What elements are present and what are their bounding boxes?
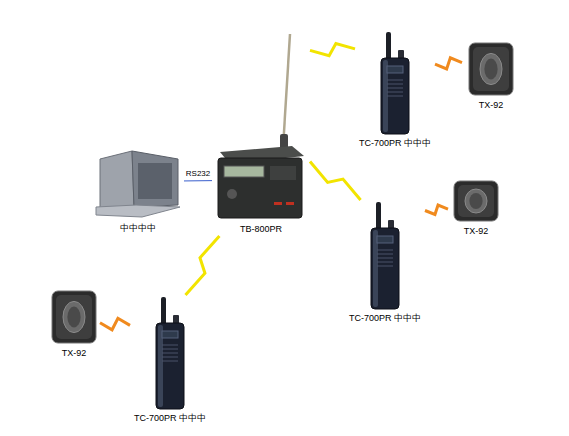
antenna: [283, 34, 290, 148]
computer-case: [132, 151, 178, 207]
radio-grille: [162, 349, 178, 350]
card-reader: TX-92: [448, 178, 504, 238]
reader-pad-center: [469, 193, 482, 209]
connector-label: RS232: [186, 169, 210, 178]
reader-face: [56, 295, 92, 339]
reader-body: [52, 291, 96, 343]
base-indicator: [286, 202, 294, 205]
device-label: TC-700PR 中中中: [335, 136, 455, 150]
radio-display: [162, 331, 178, 338]
radio-body: [156, 323, 184, 409]
base-knob: [227, 189, 237, 199]
reader-pad: [63, 301, 85, 332]
handheld-radio-illustration: [130, 295, 210, 411]
radio-grille: [377, 262, 393, 263]
wireless-link: [425, 205, 448, 214]
wireless-link: [100, 318, 130, 330]
device-label: 中中中中: [72, 221, 204, 235]
radio-grille: [377, 266, 393, 267]
radio-grille: [387, 96, 403, 97]
card-reader: TX-92: [48, 288, 100, 360]
radio-antenna: [161, 297, 166, 325]
radio-grille: [162, 353, 178, 354]
serial-cable: [184, 180, 212, 181]
radio-display: [387, 66, 403, 73]
reader-pad-center: [67, 307, 80, 328]
radio-grille: [387, 80, 403, 81]
wireless-link: [310, 44, 355, 56]
computer-keyboard: [96, 205, 180, 217]
base-station: TB-800PR: [212, 30, 310, 236]
wireless-link: [310, 161, 361, 200]
radio-antenna: [376, 202, 381, 230]
radio-body: [371, 228, 399, 309]
computer: 中中中中: [92, 145, 184, 235]
radio-grille: [162, 361, 178, 362]
device-label: TC-700PR 中中中: [110, 411, 230, 425]
handheld-radio: TC-700PR 中中中: [345, 200, 425, 325]
handheld-radio-illustration: [345, 200, 425, 311]
handheld-radio: TC-700PR 中中中: [130, 295, 210, 425]
reader-face: [473, 47, 509, 91]
radio-grille: [377, 258, 393, 259]
reader-pad-center: [484, 59, 497, 80]
reader-face: [458, 185, 494, 217]
base-indicator: [274, 202, 282, 205]
reader-body: [454, 181, 498, 221]
reader-pad: [480, 53, 502, 84]
handheld-radio: TC-700PR 中中中: [355, 30, 435, 150]
computer-panel: [138, 163, 172, 199]
radio-grille: [377, 250, 393, 251]
device-label: TX-92: [428, 224, 524, 238]
radio-body: [381, 58, 409, 134]
card-reader: TX-92: [462, 40, 520, 112]
reader-pad: [465, 189, 487, 213]
card-reader-illustration: [48, 288, 100, 346]
computer-screen-back: [100, 151, 134, 209]
computer-illustration: [92, 145, 184, 221]
card-reader-illustration: [462, 40, 520, 98]
radio-antenna: [386, 32, 391, 60]
radio-grille: [387, 84, 403, 85]
base-station-illustration: [212, 30, 310, 222]
base-display: [224, 166, 264, 177]
radio-grille: [162, 345, 178, 346]
reader-body: [469, 43, 513, 95]
radio-display: [377, 236, 393, 243]
radio-grille: [377, 254, 393, 255]
device-label: TX-92: [28, 346, 120, 360]
wireless-link: [435, 58, 462, 69]
device-label: TB-800PR: [192, 222, 330, 236]
radio-grille: [387, 88, 403, 89]
card-reader-illustration: [448, 178, 504, 224]
base-body: [218, 158, 302, 218]
handheld-radio-illustration: [355, 30, 435, 136]
base-keypad: [270, 166, 296, 180]
wireless-link: [185, 236, 219, 295]
device-label: TC-700PR 中中中: [325, 311, 445, 325]
radio-grille: [387, 92, 403, 93]
radio-grille: [162, 357, 178, 358]
device-label: TX-92: [442, 98, 540, 112]
